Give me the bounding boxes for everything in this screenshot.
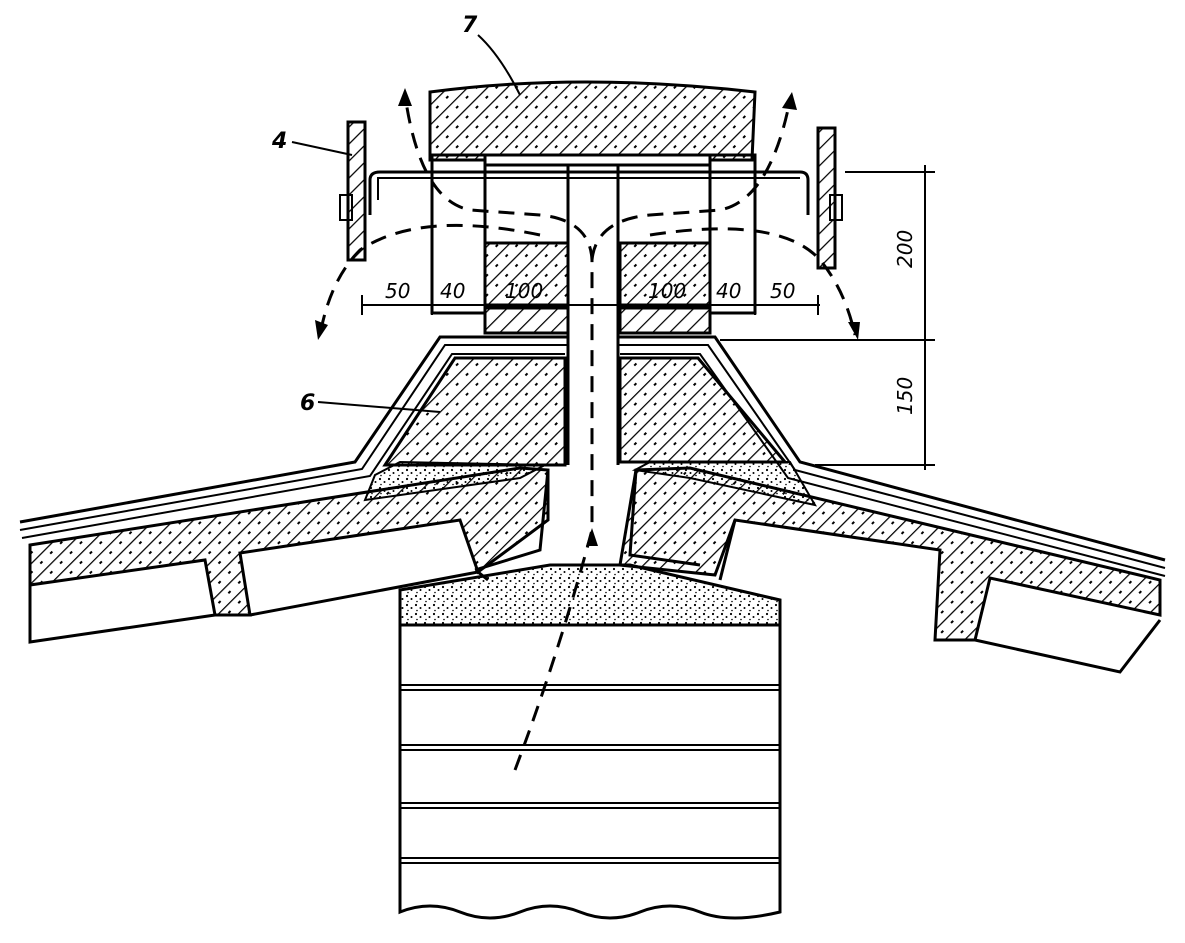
- label-insulation: 6: [300, 391, 315, 416]
- label-cap: 7: [462, 13, 478, 38]
- label-bracket: 4: [271, 129, 287, 154]
- dim-50-right: 50: [770, 279, 795, 303]
- vent-housing: [430, 153, 757, 335]
- dim-150: 150: [893, 377, 917, 415]
- sand-fill-mound: [398, 563, 782, 627]
- dim-100-left: 100: [505, 279, 543, 303]
- cap-stone: [428, 80, 757, 162]
- roofing-membrane-right: [618, 335, 1166, 577]
- leader-bracket: [291, 141, 353, 156]
- dim-40-left: 40: [440, 279, 465, 303]
- dimension-lines: [361, 165, 935, 470]
- dim-200: 200: [893, 230, 917, 268]
- left-insulation-block: [382, 356, 567, 467]
- dim-100-right: 100: [648, 279, 686, 303]
- leader-insulation: [317, 401, 441, 413]
- leader-cap: [477, 34, 521, 96]
- airflow-arrows: [315, 88, 860, 771]
- right-insulation-block: [618, 356, 789, 464]
- left-roof-slab: [28, 466, 550, 644]
- roofing-membrane-left: [19, 335, 568, 539]
- dim-50-left: 50: [385, 279, 410, 303]
- right-roof-slab: [618, 466, 1162, 674]
- dim-40-right: 40: [716, 279, 741, 303]
- masonry-wall: [398, 620, 782, 920]
